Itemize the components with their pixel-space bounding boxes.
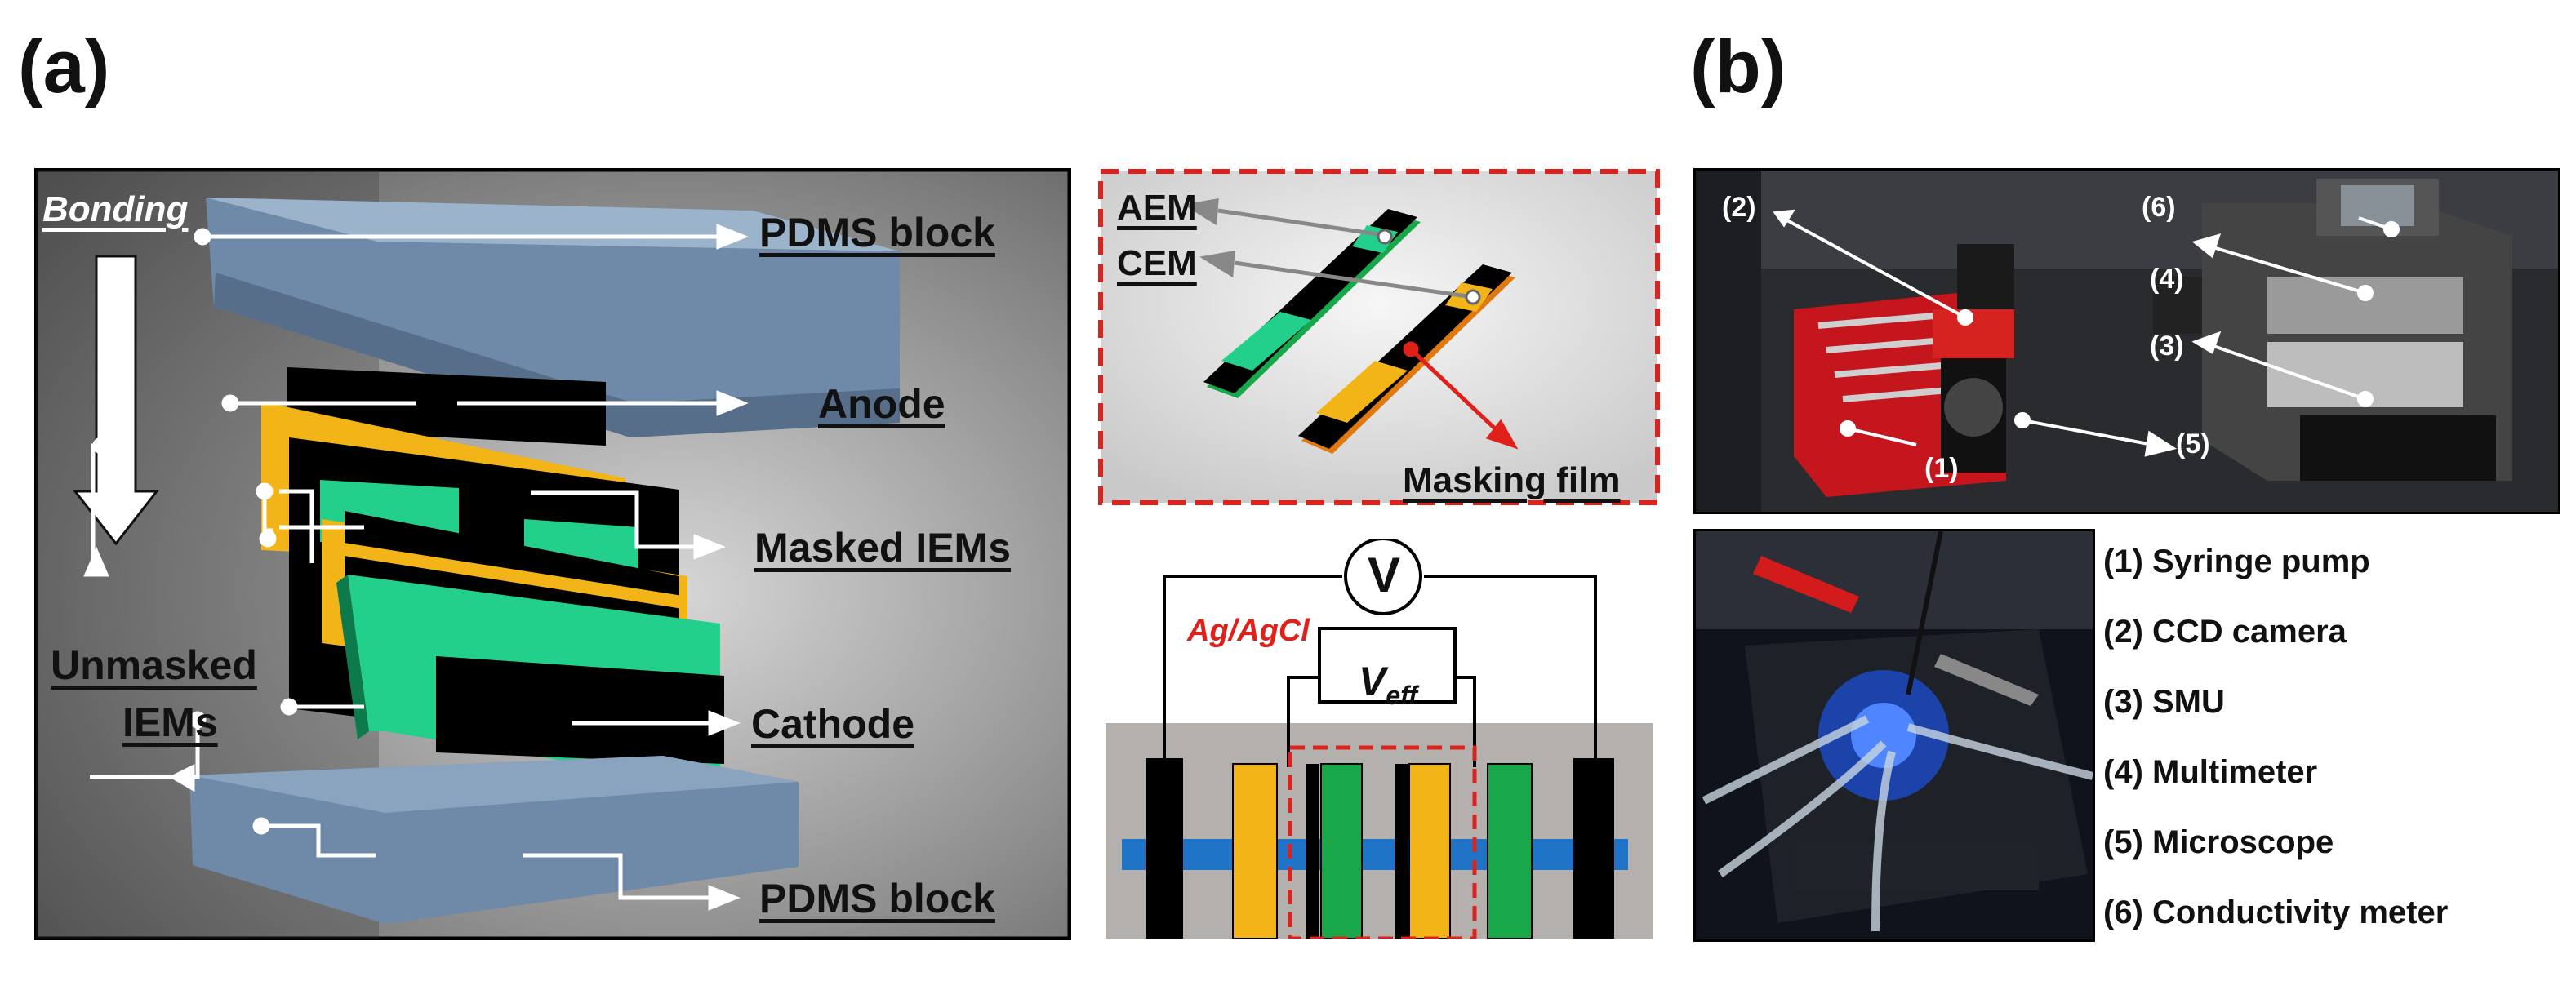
pdms-block-top-label: PDMS block [759, 210, 995, 255]
bonding-label: Bonding [42, 189, 189, 229]
unmasked-iems-label-line2: IEMs [122, 699, 218, 745]
photo-marker-4: (4) [2150, 264, 2184, 295]
membrane-yellow-1 [1232, 763, 1278, 939]
photo-marker-1: (1) [1924, 453, 1959, 484]
pdms-block-bottom-label: PDMS block [759, 876, 995, 921]
photo-marker-2: (2) [1722, 192, 1756, 223]
membrane-inset-svg [1098, 169, 1660, 505]
membrane-yellow-2 [1408, 763, 1451, 939]
membrane-green-1 [1320, 763, 1363, 939]
ccd-camera-shape [1933, 309, 2014, 358]
panel-label-b: (b) [1690, 25, 1786, 109]
voltmeter [1344, 537, 1422, 615]
assembly-svg [33, 167, 1072, 941]
legend-item: (5) Microscope [2103, 824, 2334, 860]
equipment-legend: (1) Syringe pump (2) CCD camera (3) SMU … [2103, 537, 2569, 958]
setup-photo-svg [1696, 171, 2558, 512]
mask-left-2 [1395, 764, 1408, 939]
unmasked-iems-label-line1: Unmasked [51, 642, 257, 688]
mask-left-1 [1306, 764, 1319, 939]
alligator-clip-red [1753, 556, 1859, 613]
legend-item: (4) Multimeter [2103, 754, 2318, 790]
pdms-block-top [206, 198, 900, 437]
electrode-right [1573, 758, 1614, 944]
masking-film-label: Masking film [1403, 460, 1621, 500]
leader-pdms-bottom [261, 823, 376, 858]
photo-marker-6: (6) [2142, 192, 2176, 223]
microscope-shape [1944, 378, 2003, 437]
cathode-plate [436, 656, 724, 764]
membrane-inset [1097, 168, 1661, 506]
veff-label: Veff [1359, 659, 1417, 710]
legend-item: (6) Conductivity meter [2103, 894, 2449, 930]
flow-channel [1122, 839, 1628, 870]
voltmeter-label: V [1368, 548, 1401, 602]
assembly-diagram [33, 167, 1072, 941]
setup-photo: (2) (6) (4) (3) (5) (1) [1693, 168, 2560, 514]
electrode-left [1146, 758, 1183, 944]
legend-item: (2) CCD camera [2103, 614, 2347, 650]
device-photo [1693, 529, 2095, 942]
aem-label: AEM [1117, 188, 1197, 228]
device-photo-svg [1696, 530, 2094, 932]
veff-box [1318, 627, 1457, 704]
membrane-green-2 [1487, 763, 1533, 939]
cathode-label: Cathode [751, 701, 914, 747]
leader-arrowheads [83, 224, 749, 911]
channel-body [1106, 723, 1653, 939]
legend-item: (1) Syringe pump [2103, 544, 2370, 579]
photo-marker-3: (3) [2150, 331, 2184, 362]
masked-iems-label: Masked IEMs [754, 525, 1012, 570]
panel-label-a: (a) [18, 25, 110, 109]
alligator-clip-silver [1934, 654, 2039, 706]
anode-label: Anode [818, 381, 945, 427]
legend-item: (3) SMU [2103, 684, 2225, 720]
photo-marker-5: (5) [2176, 428, 2210, 459]
circuit-svg [1106, 537, 1653, 944]
circuit-schematic [1097, 537, 1661, 944]
cem-label: CEM [1117, 243, 1197, 283]
ag-agcl-label: Ag/AgCl [1187, 614, 1310, 648]
